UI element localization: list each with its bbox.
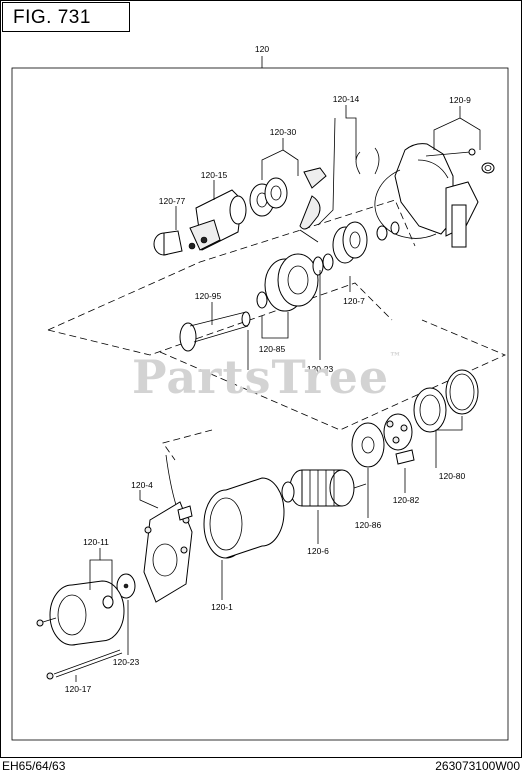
parts-tree-watermark: PartsTree™ [132, 350, 402, 404]
part-120-80-ring[interactable] [413, 369, 479, 433]
part-120-7-pinion[interactable] [332, 221, 400, 264]
callout-120-23-upper[interactable]: 120-23 [307, 364, 334, 374]
figure-title-box: FIG. 731 [2, 2, 130, 32]
part-120-95-shaft[interactable] [179, 291, 268, 352]
figure-title: FIG. 731 [13, 7, 91, 28]
watermark-text: PartsTree [132, 350, 390, 404]
part-120-23-washer-lower[interactable] [116, 573, 136, 599]
part-120-4-brush-plate[interactable] [143, 454, 193, 603]
part-120-11-rear-frame[interactable] [36, 580, 125, 646]
model-number: EH65/64/63 [2, 759, 66, 773]
callout-120-30[interactable]: 120-30 [270, 127, 297, 137]
part-120-14-lever[interactable] [299, 147, 380, 243]
callout-120-9[interactable]: 120-9 [449, 95, 471, 105]
callout-120-4[interactable]: 120-4 [131, 480, 153, 490]
callout-120-82[interactable]: 120-82 [393, 495, 420, 505]
part-120-6-armature[interactable] [281, 469, 367, 507]
callout-120-95[interactable]: 120-95 [195, 291, 222, 301]
part-120-15-solenoid[interactable] [188, 189, 247, 251]
callout-120-23-lower[interactable]: 120-23 [113, 657, 140, 667]
part-120-9-front-bracket[interactable] [374, 143, 495, 248]
callout-120-11[interactable]: 120-11 [83, 537, 109, 547]
part-120-82-brushes[interactable] [383, 413, 415, 465]
part-120-1-yoke[interactable] [203, 477, 285, 559]
watermark-trademark: ™ [389, 350, 403, 364]
callout-120-17[interactable]: 120-17 [65, 684, 92, 694]
callout-120[interactable]: 120 [255, 44, 269, 54]
assembly-bracket [11, 56, 509, 741]
part-120-30-washers[interactable] [249, 167, 327, 217]
callout-120-6[interactable]: 120-6 [307, 546, 329, 556]
callout-120-85[interactable]: 120-85 [259, 344, 286, 354]
callout-120-80[interactable]: 120-80 [439, 471, 466, 481]
part-120-86-plate[interactable] [351, 422, 385, 468]
part-clutch-housing[interactable] [264, 253, 334, 312]
callout-120-1[interactable]: 120-1 [211, 602, 233, 612]
part-120-17-bolt[interactable] [46, 649, 123, 680]
leader-lines [75, 105, 481, 682]
callout-120-7[interactable]: 120-7 [343, 296, 365, 306]
callout-120-77[interactable]: 120-77 [159, 196, 186, 206]
callout-120-86[interactable]: 120-86 [355, 520, 382, 530]
document-number: 263073100W00 [435, 759, 520, 773]
callout-labels: 120 120-14 120-9 120-30 120-15 120-77 12… [65, 44, 471, 694]
part-120-77-plunger[interactable] [153, 230, 183, 256]
callout-120-15[interactable]: 120-15 [201, 170, 228, 180]
callout-120-14[interactable]: 120-14 [333, 94, 360, 104]
